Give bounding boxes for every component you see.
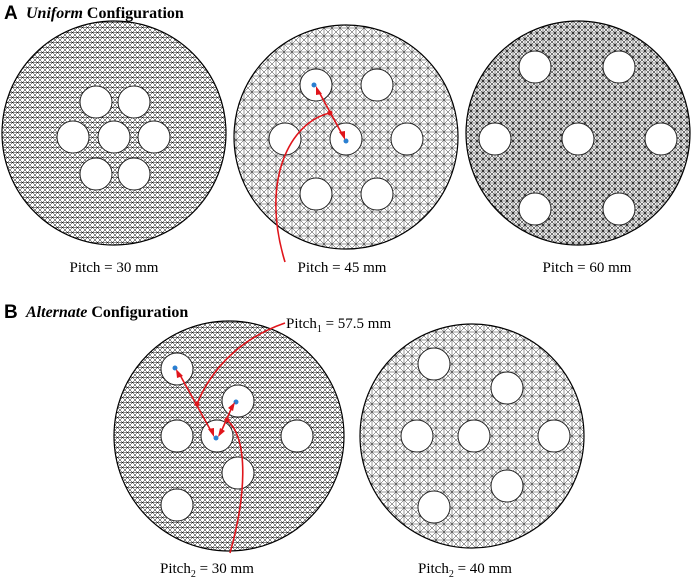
disc-b-left <box>113 320 345 554</box>
caption-pitch-30: Pitch = 30 mm <box>70 260 159 276</box>
hole <box>417 347 451 381</box>
panel-b-letter: B <box>4 302 18 323</box>
hole-center-dot <box>311 82 317 88</box>
hole <box>280 419 314 453</box>
disc-a-60mm <box>465 20 691 246</box>
pitch1-sub: 1 <box>317 324 322 335</box>
pitch2-30-rest: = 30 mm <box>196 561 254 577</box>
pitch2-40-label: Pitch2 = 40 mm <box>418 561 512 580</box>
leader-line <box>275 112 331 263</box>
panel-b-title: Alternate Configuration <box>25 304 188 321</box>
hole <box>56 120 90 154</box>
hole <box>478 122 512 156</box>
disc-b-right <box>359 323 585 549</box>
panel-a-letter: A <box>4 3 18 24</box>
arrow-head <box>228 402 235 411</box>
hole <box>299 177 333 211</box>
hole-center-dot <box>213 435 219 441</box>
arrow-head <box>218 428 225 437</box>
hole <box>160 419 194 453</box>
hole <box>537 419 571 453</box>
pitch2-40-sub: 2 <box>449 569 454 580</box>
hole <box>117 85 151 119</box>
hole <box>79 85 113 119</box>
hole <box>518 192 552 226</box>
disc-a-30mm <box>1 20 227 246</box>
hole <box>97 120 131 154</box>
hole-center-dot <box>343 138 349 144</box>
arrow-head <box>176 369 183 378</box>
hole <box>400 419 434 453</box>
pitch2-30-base: Pitch <box>160 561 191 577</box>
hole <box>490 469 524 503</box>
hole <box>490 371 524 405</box>
disc-a-45mm <box>233 24 459 263</box>
caption-pitch-60: Pitch = 60 mm <box>543 260 632 276</box>
panel-a-title-italic: Uniform <box>26 5 83 22</box>
hole <box>602 50 636 84</box>
panel-b-title-italic: Alternate <box>25 304 87 321</box>
hole <box>518 50 552 84</box>
pitch2-30-label: Pitch2 = 30 mm <box>160 561 254 580</box>
hole <box>79 157 113 191</box>
arrow-head <box>316 86 322 95</box>
panel-a-title: Uniform Configuration <box>26 5 184 22</box>
hole <box>360 68 394 102</box>
hole <box>360 177 394 211</box>
pitch1-leader <box>196 322 286 405</box>
pitch2-leader <box>226 419 244 554</box>
hole <box>561 122 595 156</box>
hole <box>160 488 194 522</box>
hole-center-dot <box>233 399 239 405</box>
hole <box>417 490 451 524</box>
pitch2-40-base: Pitch <box>418 561 449 577</box>
hole <box>457 419 491 453</box>
hole <box>268 122 302 156</box>
pitch1-label: Pitch1 = 57.5 mm <box>286 316 391 335</box>
pitch1-base: Pitch <box>286 316 317 332</box>
hole <box>390 122 424 156</box>
panel-b-title-rest: Configuration <box>87 304 188 321</box>
hole <box>221 456 255 490</box>
hole <box>602 192 636 226</box>
arrow-head <box>208 428 214 437</box>
arrow-head <box>339 131 345 140</box>
pitch1-rest: = 57.5 mm <box>322 316 392 332</box>
hole <box>644 122 678 156</box>
pitch2-30-sub: 2 <box>191 569 196 580</box>
pitch2-40-rest: = 40 mm <box>454 561 512 577</box>
panel-a-title-rest: Configuration <box>83 5 184 22</box>
caption-pitch-45: Pitch = 45 mm <box>298 260 387 276</box>
hole <box>117 157 151 191</box>
hole <box>137 120 171 154</box>
